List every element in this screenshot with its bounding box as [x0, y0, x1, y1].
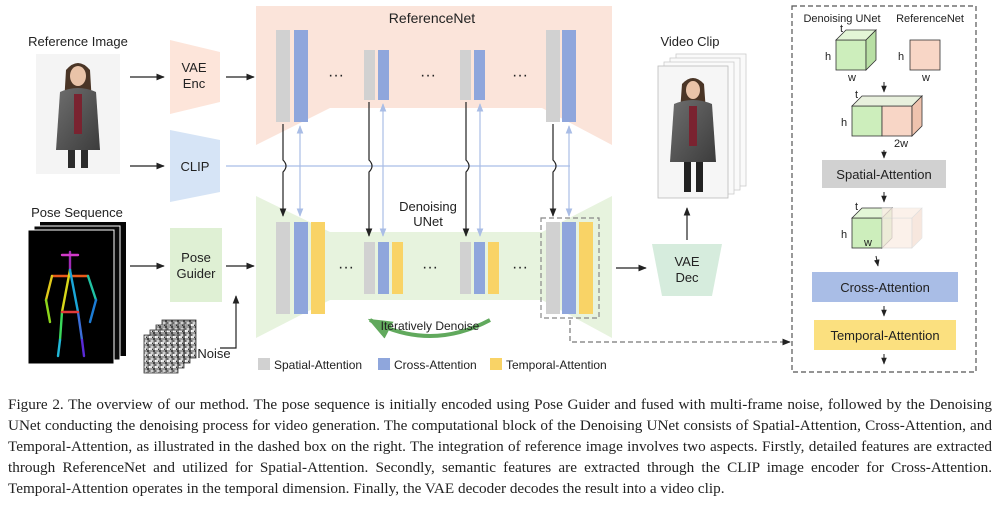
attention-legend: Spatial-Attention Cross-Attention Tempor…	[258, 358, 607, 372]
ellipsis: ···	[420, 67, 436, 84]
referencenet-to-unet-arrows	[279, 102, 573, 237]
t-label: t	[855, 201, 858, 213]
referencenet: ReferenceNet ··· ··· ···	[256, 6, 612, 145]
input-arrows	[130, 73, 255, 349]
detail-denoising-unet-label: Denoising UNet	[803, 13, 880, 25]
denoising-unet-line-1: Denoising	[399, 199, 457, 214]
two-w-label: 2w	[894, 138, 908, 150]
legend-swatch-temporal	[490, 358, 502, 370]
h-label: h	[898, 51, 904, 63]
method-overview-diagram: Reference Image Pose Sequence	[27, 5, 977, 374]
vae-dec-line-1: VAE	[674, 254, 699, 269]
detail-spatial-attention-label: Spatial-Attention	[836, 167, 931, 182]
w-label: w	[847, 72, 856, 84]
pose-guider-line-2: Guider	[176, 266, 216, 281]
ellipsis: ···	[328, 67, 344, 84]
ellipsis: ···	[512, 259, 528, 276]
reference-image	[36, 54, 120, 174]
iteratively-denoise-arrow: Iteratively Denoise	[367, 318, 491, 339]
w-label: w	[921, 72, 930, 84]
post-spatial-feature-cube: t h w	[841, 201, 923, 249]
detail-spatial-attention	[822, 160, 946, 188]
ellipsis: ···	[338, 259, 354, 276]
video-clip-label: Video Clip	[660, 34, 719, 49]
video-clip-frames	[657, 53, 747, 199]
denoising-unet: Denoising UNet ··· ··· ···	[256, 196, 612, 338]
h-label: h	[841, 117, 847, 129]
computational-block-detail: Denoising UNet ReferenceNet t h w h w t …	[791, 5, 977, 373]
ellipsis: ···	[422, 259, 438, 276]
legend-label-cross: Cross-Attention	[394, 358, 477, 372]
legend-swatch-spatial	[258, 358, 270, 370]
pose-sequence-frames	[27, 222, 126, 365]
h-label: h	[841, 229, 847, 241]
w-label: w	[863, 237, 872, 249]
detail-cross-attention	[812, 272, 958, 302]
pose-guider-line-1: Pose	[181, 250, 211, 265]
legend-swatch-cross	[378, 358, 390, 370]
detail-temporal-attention	[814, 320, 956, 350]
detail-temporal-attention-label: Temporal-Attention	[830, 328, 939, 343]
reference-image-label: Reference Image	[28, 34, 128, 49]
t-label: t	[855, 89, 858, 101]
detail-cross-attention-label: Cross-Attention	[840, 280, 930, 295]
legend-label-temporal: Temporal-Attention	[506, 358, 607, 372]
iteratively-denoise-label: Iteratively Denoise	[381, 319, 480, 333]
clip-label: CLIP	[181, 159, 210, 174]
noise-label: Noise	[197, 346, 230, 361]
vae-encoder: VAE Enc	[170, 40, 220, 114]
referencenet-label: ReferenceNet	[389, 10, 475, 26]
highlighted-block-frame	[540, 217, 600, 319]
concatenated-feature-cube: t h 2w	[841, 89, 923, 150]
h-label: h	[825, 51, 831, 63]
vae-enc-line-1: VAE	[181, 60, 206, 75]
unet-feature-cube: t h w	[825, 23, 877, 84]
referencenet-feature-map: h w	[898, 39, 941, 84]
figure-caption: Figure 2. The overview of our method. Th…	[8, 396, 992, 497]
noise-frames	[143, 319, 197, 374]
t-label: t	[840, 23, 843, 35]
ellipsis: ···	[512, 67, 528, 84]
pose-guider: Pose Guider	[170, 228, 222, 302]
vae-dec-line-2: Dec	[675, 270, 699, 285]
pose-sequence-label: Pose Sequence	[31, 205, 123, 220]
detail-referencenet-label: ReferenceNet	[896, 13, 964, 25]
detail-connector	[569, 320, 791, 346]
denoising-unet-line-2: UNet	[413, 214, 443, 229]
vae-decoder: VAE Dec	[652, 244, 722, 296]
legend-label-spatial: Spatial-Attention	[274, 358, 362, 372]
clip-encoder: CLIP	[170, 130, 220, 202]
vae-enc-line-2: Enc	[183, 76, 206, 91]
